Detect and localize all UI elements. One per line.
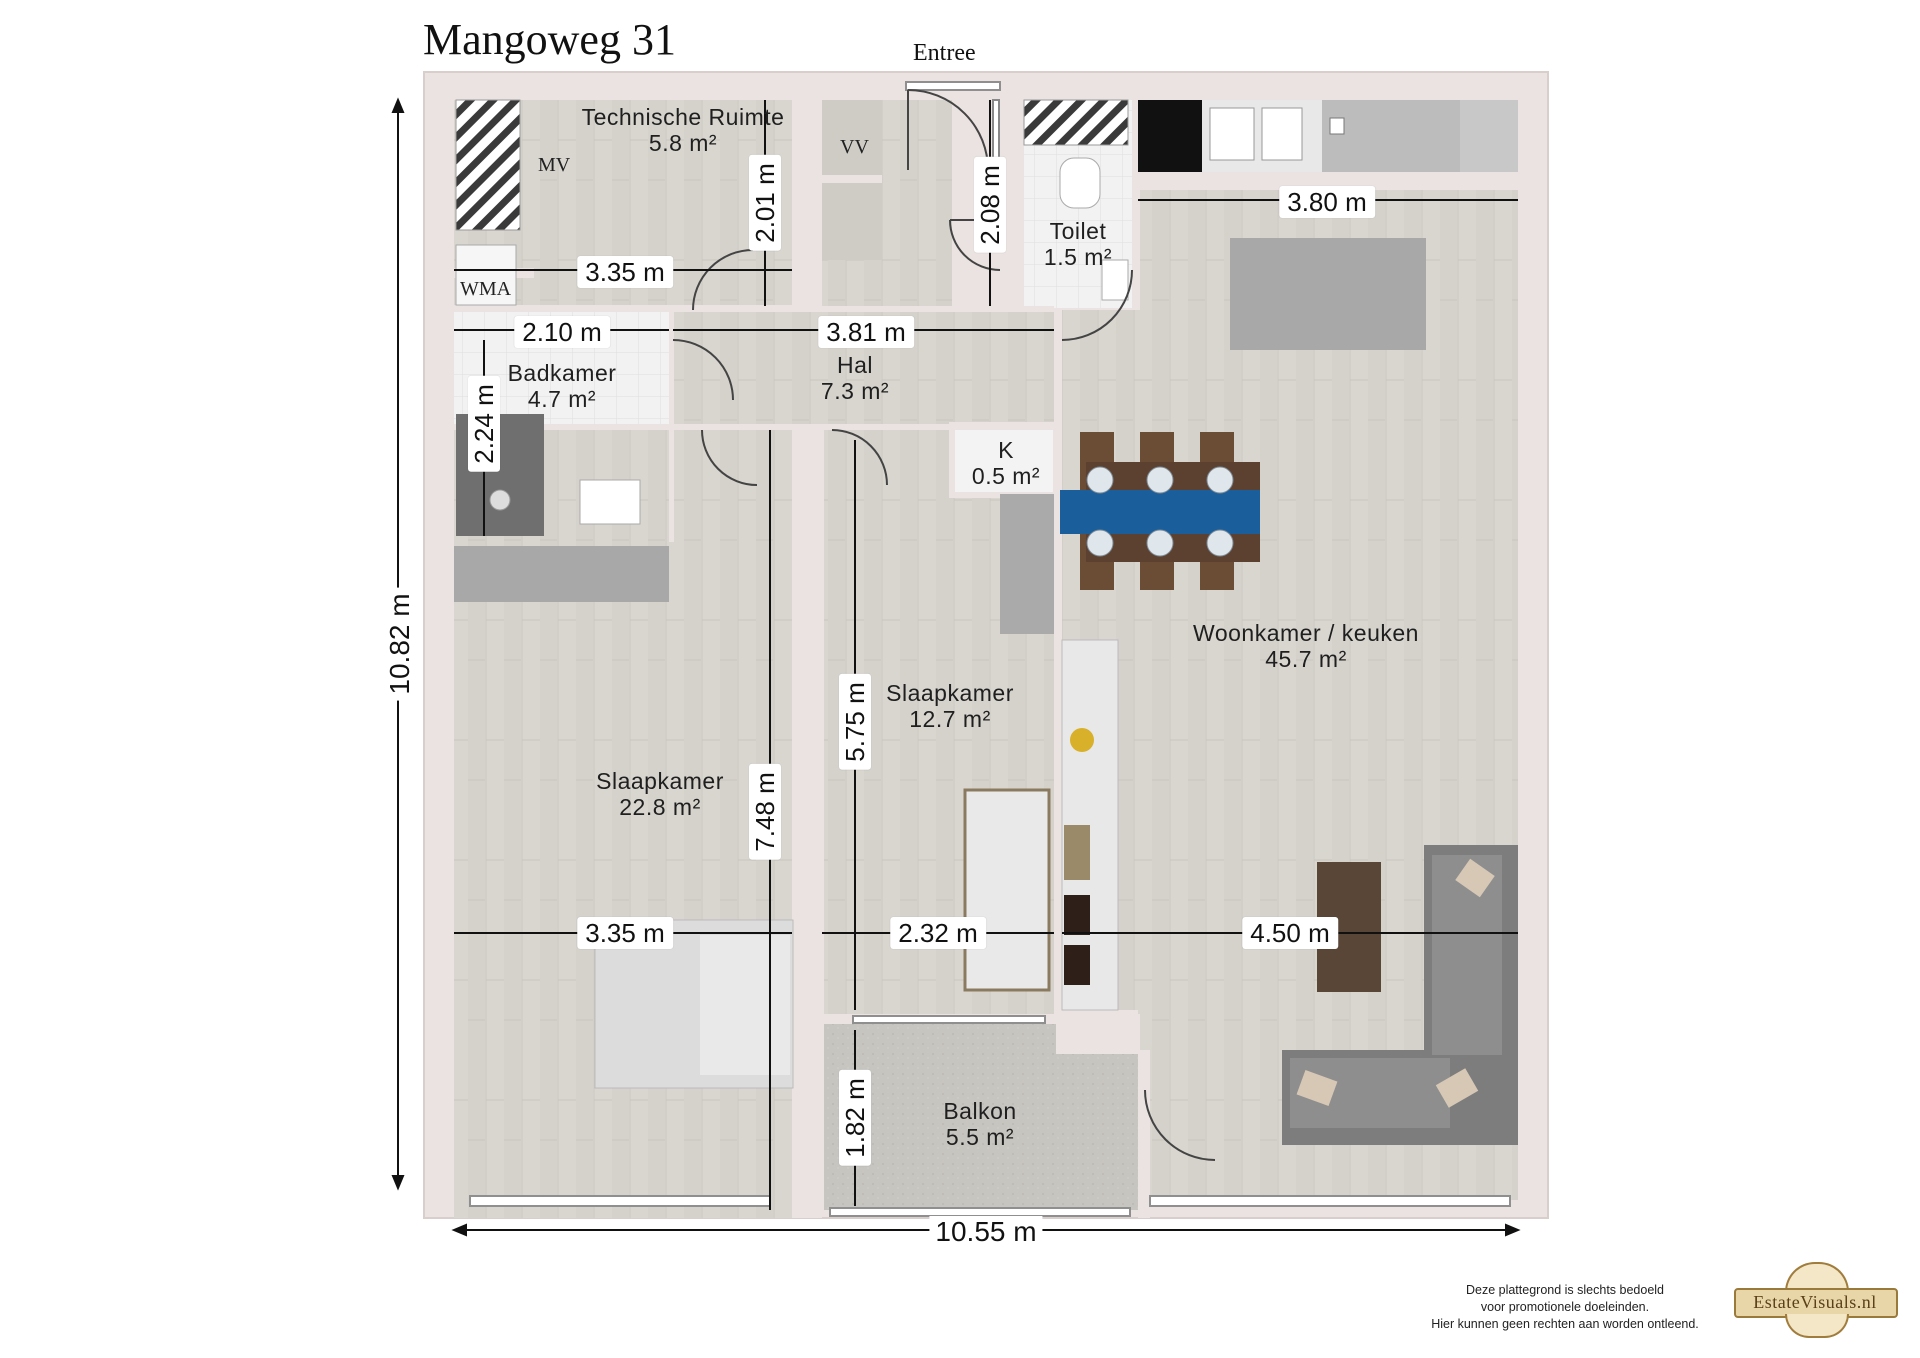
room-name: Badkamer (507, 360, 617, 386)
room-name: Balkon (943, 1098, 1017, 1124)
room-name: Slaapkamer (596, 768, 724, 794)
single-bed (963, 788, 1051, 992)
room-kast: K 0.5 m² (972, 437, 1040, 489)
interior-walls (454, 100, 1150, 1218)
bathroom-fixtures (454, 414, 669, 602)
tag-mv: MV (538, 154, 571, 176)
room-name: Slaapkamer (886, 680, 1014, 706)
page-title: Mangoweg 31 (423, 15, 676, 64)
room-name: K (998, 437, 1014, 463)
double-bed (594, 919, 794, 1089)
tag-vv: VV (840, 136, 869, 158)
room-slaapkamer-large: Slaapkamer 22.8 m² (596, 768, 724, 820)
room-area: 12.7 m² (909, 706, 991, 732)
room-name: Technische Ruimte (581, 104, 785, 130)
dim-bath-height: 2.24 m (468, 376, 500, 472)
dim-kitchen-width: 3.80 m (1279, 186, 1375, 218)
dim-toilet-height: 2.08 m (974, 157, 1006, 253)
dim-bath-width: 2.10 m (514, 316, 610, 348)
room-area: 4.7 m² (527, 386, 597, 412)
wma-unit (455, 244, 517, 306)
toilet-fixtures (1059, 157, 1129, 301)
dim-living-width: 4.50 m (1242, 917, 1338, 949)
corner-sofa (1282, 845, 1518, 1145)
room-area: 7.3 m² (820, 378, 890, 404)
dim-tech-width: 3.35 m (577, 256, 673, 288)
room-hal: Hal 7.3 m² (821, 352, 889, 404)
room-area: 22.8 m² (619, 794, 701, 820)
room-area: 0.5 m² (971, 463, 1041, 489)
dim-bed-small-width: 2.32 m (890, 917, 986, 949)
entrance-label: Entree (913, 40, 976, 66)
disclaimer-line: voor promotionele doeleinden. (1480, 1300, 1650, 1314)
dining-set (1060, 432, 1260, 590)
room-technische-ruimte: Technische Ruimte 5.8 m² (582, 104, 785, 156)
dim-hal-width: 3.81 m (818, 316, 914, 348)
logo-text: EstateVisuals.nl (1753, 1292, 1877, 1312)
room-area: 5.8 m² (648, 130, 718, 156)
tag-wma: WMA (460, 278, 512, 300)
room-badkamer: Badkamer 4.7 m² (508, 360, 617, 412)
dim-total-width: 10.55 m (929, 1216, 1043, 1248)
tv-cabinet (1061, 639, 1119, 1011)
room-area: 5.5 m² (945, 1124, 1015, 1150)
room-balkon: Balkon 5.5 m² (943, 1098, 1016, 1150)
windows (469, 81, 1511, 1217)
disclaimer-line: Hier kunnen geen rechten aan worden ontl… (1431, 1317, 1699, 1331)
dim-bed-large-width: 3.35 m (577, 917, 673, 949)
disclaimer: Deze plattegrond is slechts bedoeld voor… (1415, 1282, 1715, 1333)
wardrobe-small (1000, 494, 1054, 634)
room-area: 1.5 m² (1043, 244, 1113, 270)
dim-balcony-height: 1.82 m (839, 1070, 871, 1166)
room-toilet: Toilet 1.5 m² (1044, 218, 1112, 270)
room-slaapkamer-small: Slaapkamer 12.7 m² (886, 680, 1014, 732)
room-name: Woonkamer / keuken (1193, 620, 1419, 646)
room-name: Toilet (1049, 218, 1107, 244)
disclaimer-line: Deze plattegrond is slechts bedoeld (1465, 1283, 1665, 1297)
kitchen-island (1230, 238, 1426, 350)
estatevisuals-logo: EstateVisuals.nl (1732, 1262, 1898, 1338)
room-woonkamer: Woonkamer / keuken 45.7 m² (1193, 620, 1419, 672)
dim-bed-small-height: 5.75 m (839, 674, 871, 770)
ventilation-shaft (455, 99, 521, 231)
logo-ornament-bottom (1785, 1314, 1849, 1338)
room-name: Hal (836, 352, 873, 378)
shaft-toilet (1023, 99, 1129, 146)
dim-bed-large-height: 7.48 m (749, 764, 781, 860)
kitchen-counter (1138, 100, 1518, 172)
room-area: 45.7 m² (1265, 646, 1347, 672)
dim-total-height: 10.82 m (384, 587, 416, 701)
dim-tech-height: 2.01 m (749, 155, 781, 251)
